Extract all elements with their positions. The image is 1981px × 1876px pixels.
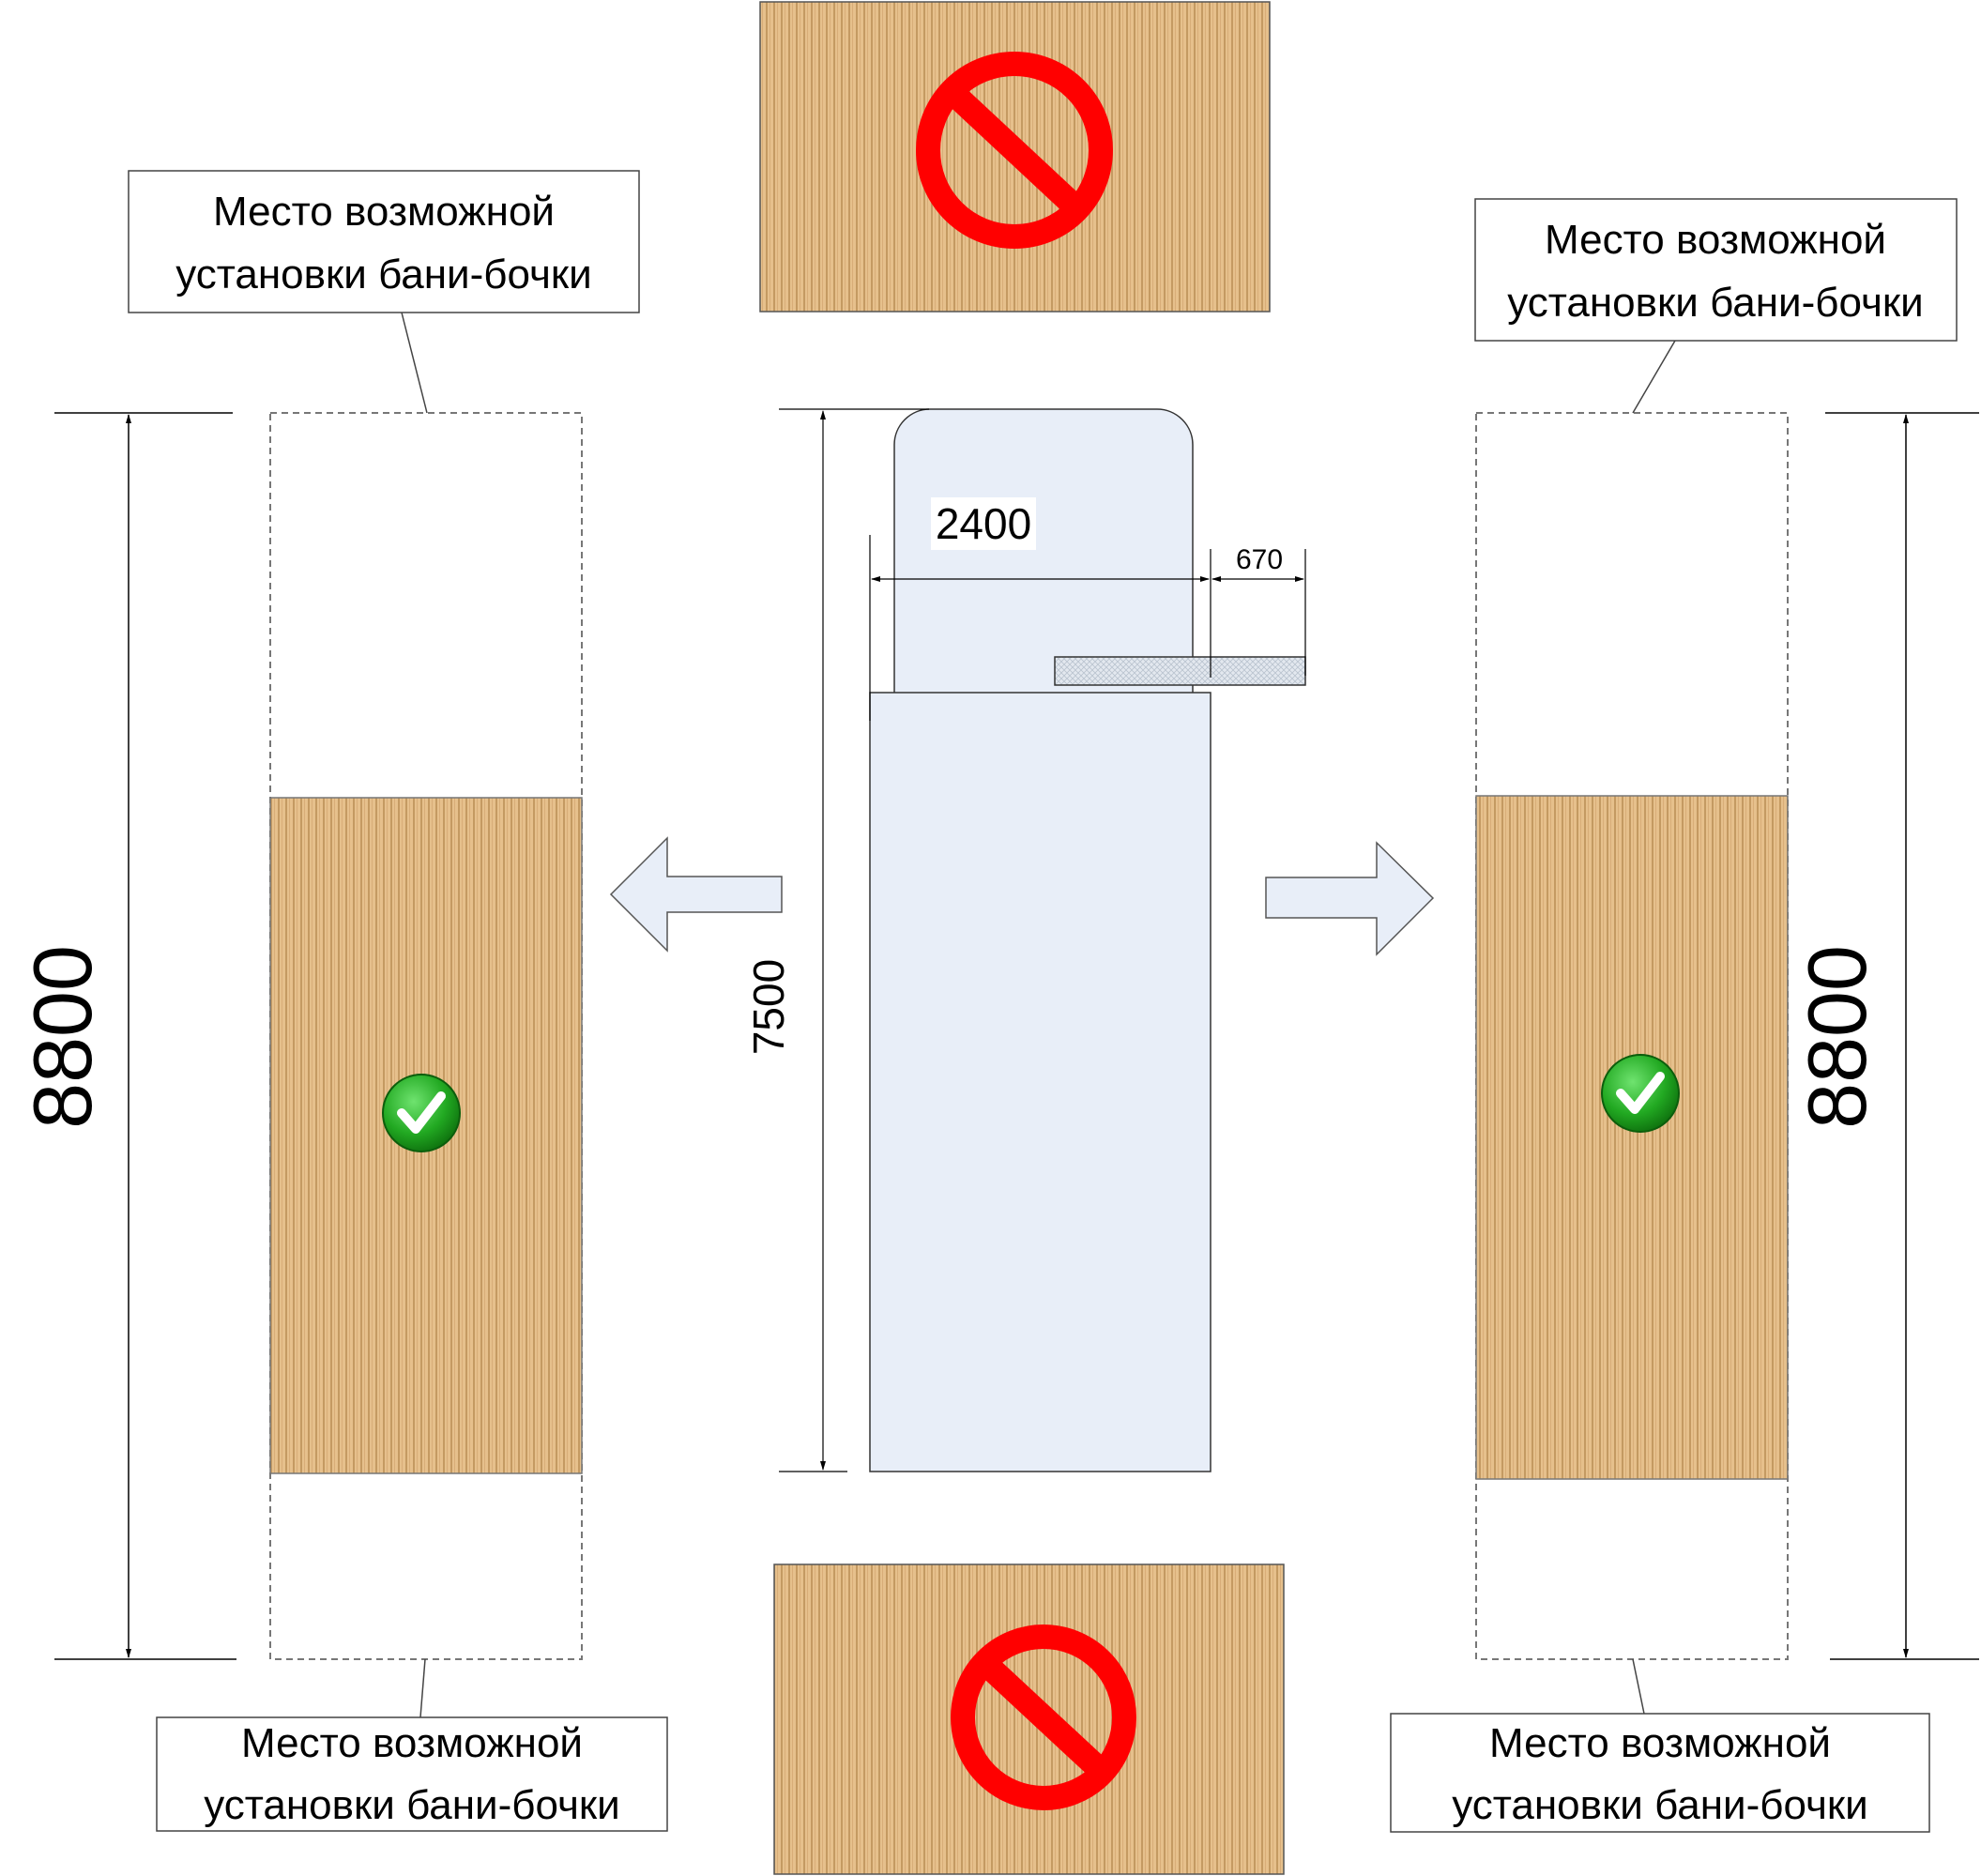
arrow-icon (1265, 841, 1435, 956)
callout-top-left: Место возможной установки бани-бочки (128, 170, 640, 414)
dimension-label: 2400 (936, 499, 1031, 548)
callout-line-2: установки бани-бочки (1452, 1782, 1867, 1828)
dimension-right-height: 8800 (1791, 412, 1979, 1660)
dimension-label: 8800 (1791, 945, 1883, 1129)
no-entry-icon (951, 1624, 1136, 1810)
callout-top-right: Место возможной установки бани-бочки (1474, 198, 1958, 414)
dimension-left-height: 8800 (16, 412, 236, 1660)
checkmark-icon (382, 1074, 461, 1152)
callout-bottom-left: Место возможной установки бани-бочки (156, 1658, 668, 1832)
callout-bottom-right: Место возможной установки бани-бочки (1390, 1658, 1930, 1833)
dimension-label: 8800 (16, 945, 109, 1129)
dimension-center-height: 7500 (744, 408, 929, 1472)
possible-zone-left (269, 412, 583, 1660)
callout-line-2: установки бани-бочки (1507, 280, 1923, 326)
callout-line-2: установки бани-бочки (175, 252, 591, 297)
no-entry-icon (916, 52, 1113, 249)
house-plan (869, 408, 1306, 1472)
forbidden-zone-top (759, 1, 1271, 313)
callout-line-1: Место возможной (1545, 217, 1886, 263)
possible-zone-right (1475, 412, 1789, 1660)
dimension-overhang: 670 (1211, 544, 1306, 676)
callout-line-1: Место возможной (1489, 1720, 1831, 1766)
dimension-width: 2400 (869, 497, 1211, 721)
dimension-label: 670 (1236, 544, 1283, 575)
callout-line-1: Место возможной (241, 1720, 583, 1766)
callout-line-1: Место возможной (213, 189, 555, 235)
callout-line-2: установки бани-бочки (204, 1782, 619, 1828)
checkmark-icon (1601, 1054, 1680, 1133)
canopy-overhang (1054, 656, 1306, 686)
forbidden-zone-bottom (773, 1563, 1285, 1875)
dimension-label: 7500 (744, 959, 793, 1055)
arrow-icon (609, 836, 783, 953)
